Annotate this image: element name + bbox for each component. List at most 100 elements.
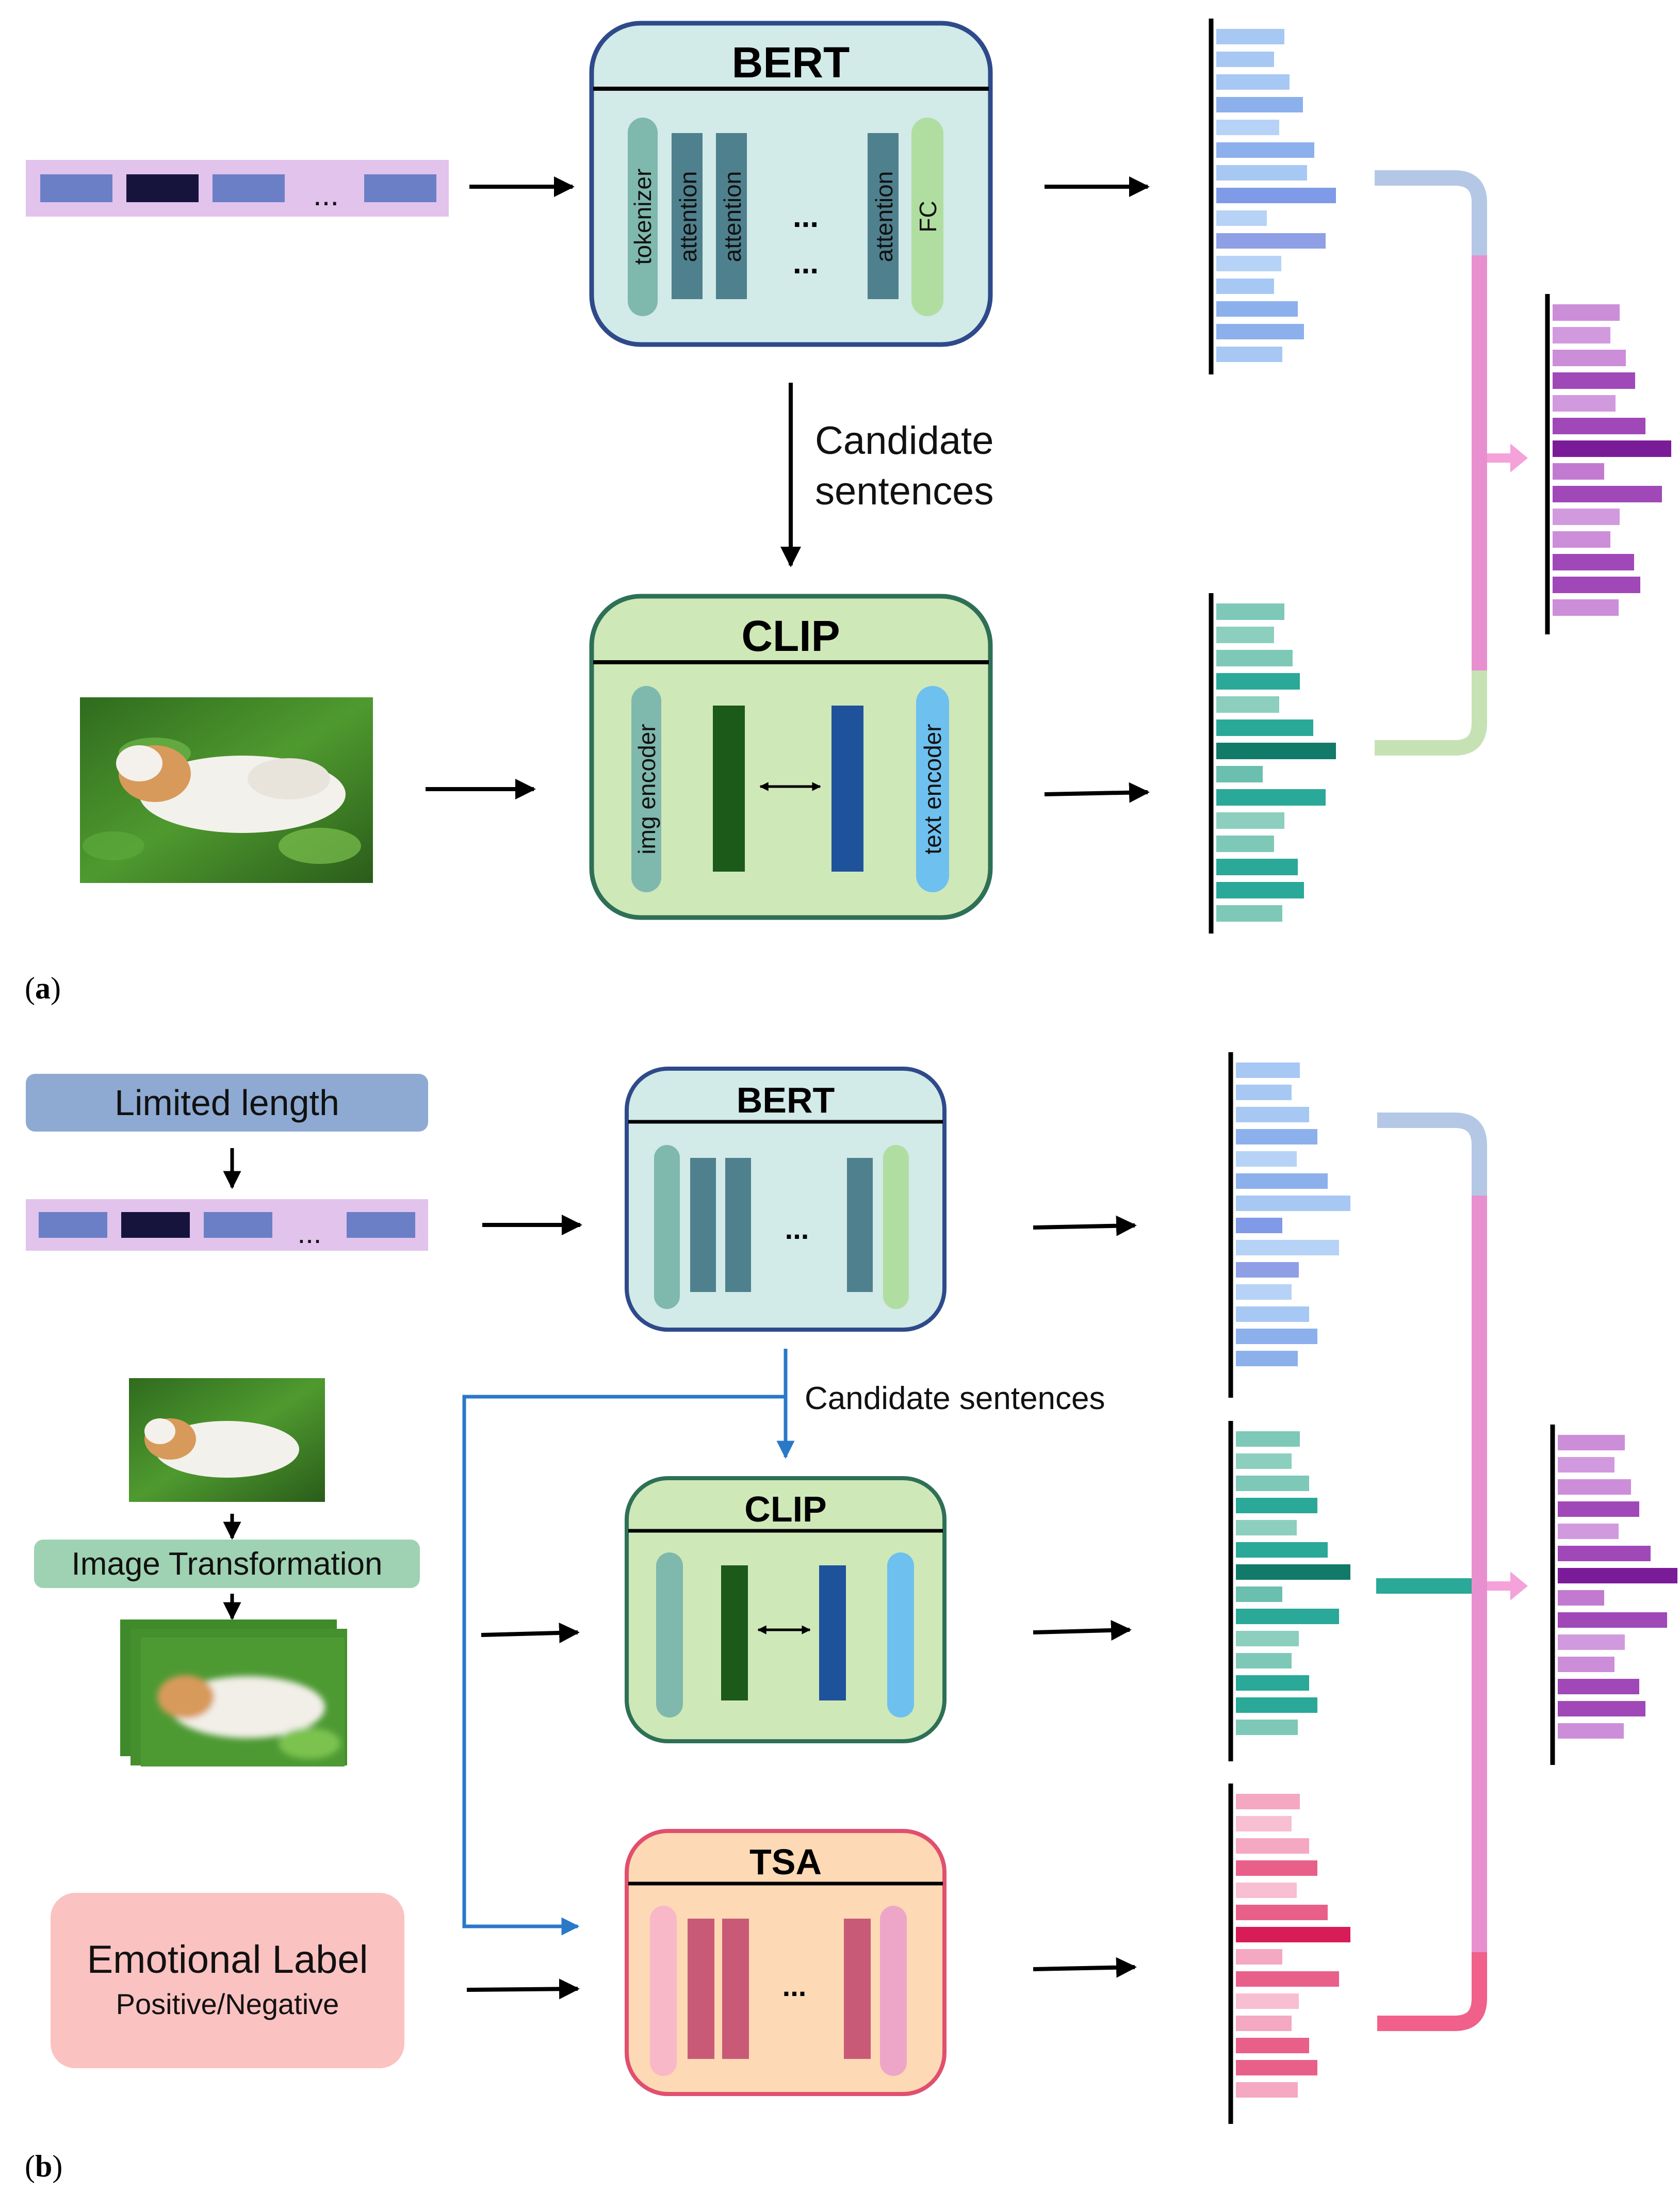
histogram-bar bbox=[1236, 1284, 1292, 1300]
token-sequence-a: ... bbox=[26, 160, 449, 217]
limited-length-box: Limited length bbox=[26, 1074, 428, 1132]
histogram-bar bbox=[1216, 812, 1284, 829]
histogram-bar bbox=[1216, 882, 1304, 898]
clip-title-a: CLIP bbox=[741, 612, 840, 660]
histogram-bar bbox=[1553, 418, 1645, 434]
histogram-bar bbox=[1236, 1675, 1309, 1691]
histogram-bar bbox=[1236, 1329, 1317, 1344]
histogram-bar bbox=[1236, 1520, 1297, 1535]
histogram-bar bbox=[1236, 2060, 1317, 2075]
histogram-bar bbox=[1553, 577, 1640, 593]
cat-image-b bbox=[129, 1378, 325, 1502]
histogram-bar bbox=[1236, 1905, 1328, 1920]
histogram-bar bbox=[1216, 301, 1298, 317]
histogram-bar bbox=[1236, 1860, 1317, 1876]
histogram-bar bbox=[1236, 1609, 1339, 1624]
histogram-bar bbox=[1236, 1129, 1317, 1144]
histogram-bar bbox=[1558, 1701, 1645, 1716]
histogram-bar bbox=[1558, 1568, 1677, 1583]
histogram-bar bbox=[1216, 627, 1274, 643]
histogram-bar bbox=[1236, 1816, 1292, 1831]
histogram-bar bbox=[1236, 1151, 1297, 1167]
bert-module-a: BERT tokenizer attention attention ... .… bbox=[589, 21, 993, 347]
histogram-clip-b bbox=[1228, 1421, 1350, 1761]
tsa-title: TSA bbox=[749, 1842, 822, 1882]
token-ellipsis-b: ... bbox=[298, 1217, 322, 1249]
histogram-bar bbox=[1553, 372, 1635, 389]
histogram-bar bbox=[1553, 599, 1619, 616]
histogram-bar bbox=[1236, 1262, 1299, 1278]
arrow-emotion-to-tsa bbox=[466, 1978, 580, 2000]
histogram-bar bbox=[1216, 52, 1274, 67]
histogram-bar bbox=[1558, 1679, 1639, 1694]
histogram-bar bbox=[1216, 97, 1303, 112]
histogram-bar bbox=[1558, 1457, 1614, 1473]
histogram-bar bbox=[1558, 1501, 1639, 1517]
arrow-tsa-to-bars bbox=[1033, 1957, 1137, 1978]
tsa-ellipsis: ... bbox=[782, 1970, 807, 2002]
histogram-bar bbox=[1236, 1306, 1309, 1322]
clip-module-a: CLIP img encoder text encoder bbox=[589, 594, 993, 920]
histogram-bar bbox=[1236, 1993, 1299, 2009]
panel-label-b: (b) bbox=[25, 2149, 62, 2183]
histogram-bar bbox=[1216, 324, 1304, 339]
bert-ellipsis-a2: ... bbox=[793, 246, 819, 280]
histogram-bar bbox=[1216, 210, 1267, 226]
image-transformation-label: Image Transformation bbox=[71, 1546, 382, 1582]
histogram-bar bbox=[1216, 743, 1336, 759]
histogram-bar bbox=[1236, 1631, 1299, 1646]
tokenizer-layer-label: tokenizer bbox=[629, 169, 656, 265]
histogram-bar bbox=[1558, 1634, 1625, 1650]
histogram-bert-a bbox=[1209, 19, 1336, 374]
histogram-bar bbox=[1558, 1524, 1619, 1539]
histogram-bar bbox=[1553, 395, 1616, 412]
histogram-bar bbox=[1236, 1794, 1300, 1809]
candidate-label-line2: sentences bbox=[815, 469, 993, 513]
limited-length-label: Limited length bbox=[115, 1083, 339, 1123]
histogram-bar bbox=[1236, 1498, 1317, 1513]
histogram-bar bbox=[1216, 256, 1281, 271]
clip-title-b: CLIP bbox=[744, 1489, 826, 1529]
transformed-image-stack bbox=[120, 1620, 347, 1766]
candidate-arrows-b bbox=[462, 1349, 795, 1936]
bert-title-a: BERT bbox=[732, 38, 850, 87]
text-encoder-label: text encoder bbox=[919, 724, 946, 854]
histogram-bar bbox=[1236, 2038, 1309, 2053]
emotional-label-title: Emotional Label bbox=[87, 1938, 368, 1982]
histogram-bar bbox=[1553, 554, 1634, 570]
tsa-module: TSA ... bbox=[625, 1829, 947, 2096]
histogram-bar bbox=[1216, 719, 1313, 736]
histogram-bar bbox=[1216, 789, 1326, 806]
bert-ellipsis-b: ... bbox=[785, 1213, 809, 1245]
histogram-tsa-b bbox=[1228, 1784, 1350, 2124]
histogram-bar bbox=[1216, 165, 1307, 181]
histogram-bar bbox=[1236, 1240, 1339, 1255]
arrow-clip-to-bars-a bbox=[1044, 782, 1150, 803]
histogram-bar bbox=[1236, 1697, 1317, 1713]
histogram-bar bbox=[1216, 766, 1263, 782]
histogram-bar bbox=[1236, 1542, 1328, 1558]
fusion-bracket-b bbox=[1376, 1113, 1528, 2031]
image-transformation-box: Image Transformation bbox=[34, 1540, 420, 1588]
histogram-bar bbox=[1558, 1657, 1614, 1672]
histogram-bar bbox=[1236, 1431, 1300, 1447]
arrow-bert-to-bars-b bbox=[1033, 1215, 1137, 1236]
histogram-bar bbox=[1216, 29, 1284, 44]
histogram-bar bbox=[1558, 1612, 1667, 1628]
histogram-bar bbox=[1216, 905, 1282, 922]
img-encoder-label: img encoder bbox=[633, 724, 660, 854]
histogram-bar bbox=[1236, 1196, 1350, 1211]
cat-image-a bbox=[80, 697, 373, 883]
histogram-bar bbox=[1236, 1564, 1350, 1580]
histogram-bar bbox=[1216, 696, 1279, 713]
histogram-bar bbox=[1236, 1218, 1282, 1233]
histogram-bar bbox=[1558, 1435, 1625, 1450]
histogram-bar bbox=[1236, 1085, 1292, 1100]
histogram-bar bbox=[1236, 1653, 1292, 1668]
histogram-bar bbox=[1553, 350, 1626, 366]
histogram-bar bbox=[1216, 120, 1279, 135]
histogram-bar bbox=[1216, 650, 1293, 666]
fusion-bracket-a bbox=[1375, 170, 1528, 756]
bert-title-b: BERT bbox=[737, 1080, 835, 1120]
